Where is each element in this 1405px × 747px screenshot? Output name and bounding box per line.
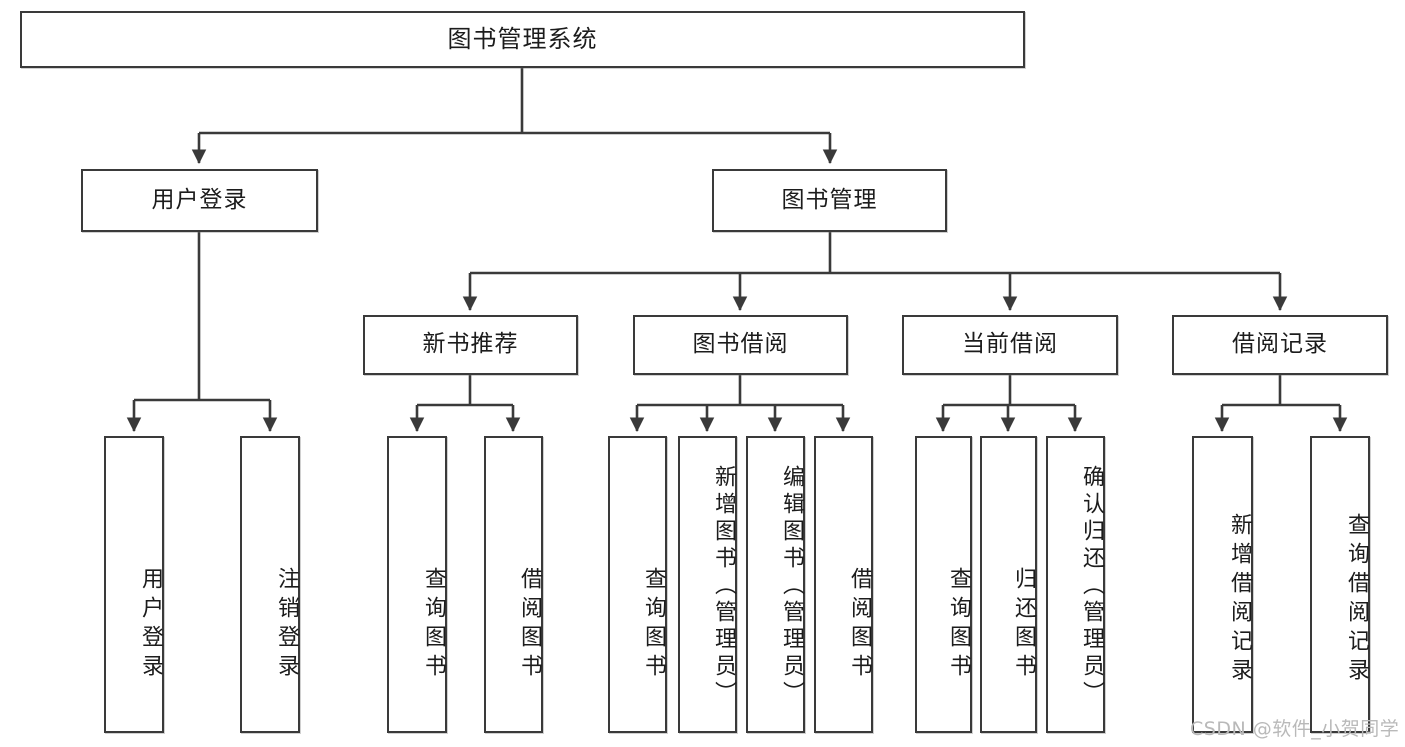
- leaf-borrow-edit-book-admin[interactable]: 编辑图书（管理员）: [746, 436, 805, 733]
- leaf-current-query-book[interactable]: 查询图书: [915, 436, 972, 733]
- leaf-record-query-record[interactable]: 查询借阅记录: [1310, 436, 1370, 733]
- node-root-system[interactable]: 图书管理系统: [20, 11, 1025, 68]
- leaf-recommend-query-book[interactable]: 查询图书: [387, 436, 447, 733]
- node-borrow-record[interactable]: 借阅记录: [1172, 315, 1388, 375]
- node-book-borrow[interactable]: 图书借阅: [633, 315, 848, 375]
- node-current-borrow[interactable]: 当前借阅: [902, 315, 1118, 375]
- leaf-borrow-add-book-admin[interactable]: 新增图书（管理员）: [678, 436, 737, 733]
- leaf-current-return-book[interactable]: 归还图书: [980, 436, 1037, 733]
- node-book-management[interactable]: 图书管理: [712, 169, 947, 232]
- node-user-login[interactable]: 用户登录: [81, 169, 318, 232]
- leaf-current-confirm-return-admin[interactable]: 确认归还（管理员）: [1046, 436, 1105, 733]
- leaf-user-login-logout[interactable]: 注销登录: [240, 436, 300, 733]
- leaf-borrow-query-book[interactable]: 查询图书: [608, 436, 667, 733]
- csdn-watermark: CSDN @软件_小贺同学: [1190, 718, 1400, 740]
- leaf-user-login-signin[interactable]: 用户登录: [104, 436, 164, 733]
- leaf-borrow-borrow-book[interactable]: 借阅图书: [814, 436, 873, 733]
- node-new-book-recommend[interactable]: 新书推荐: [363, 315, 578, 375]
- leaf-record-add-record[interactable]: 新增借阅记录: [1192, 436, 1253, 733]
- leaf-recommend-borrow-book[interactable]: 借阅图书: [484, 436, 543, 733]
